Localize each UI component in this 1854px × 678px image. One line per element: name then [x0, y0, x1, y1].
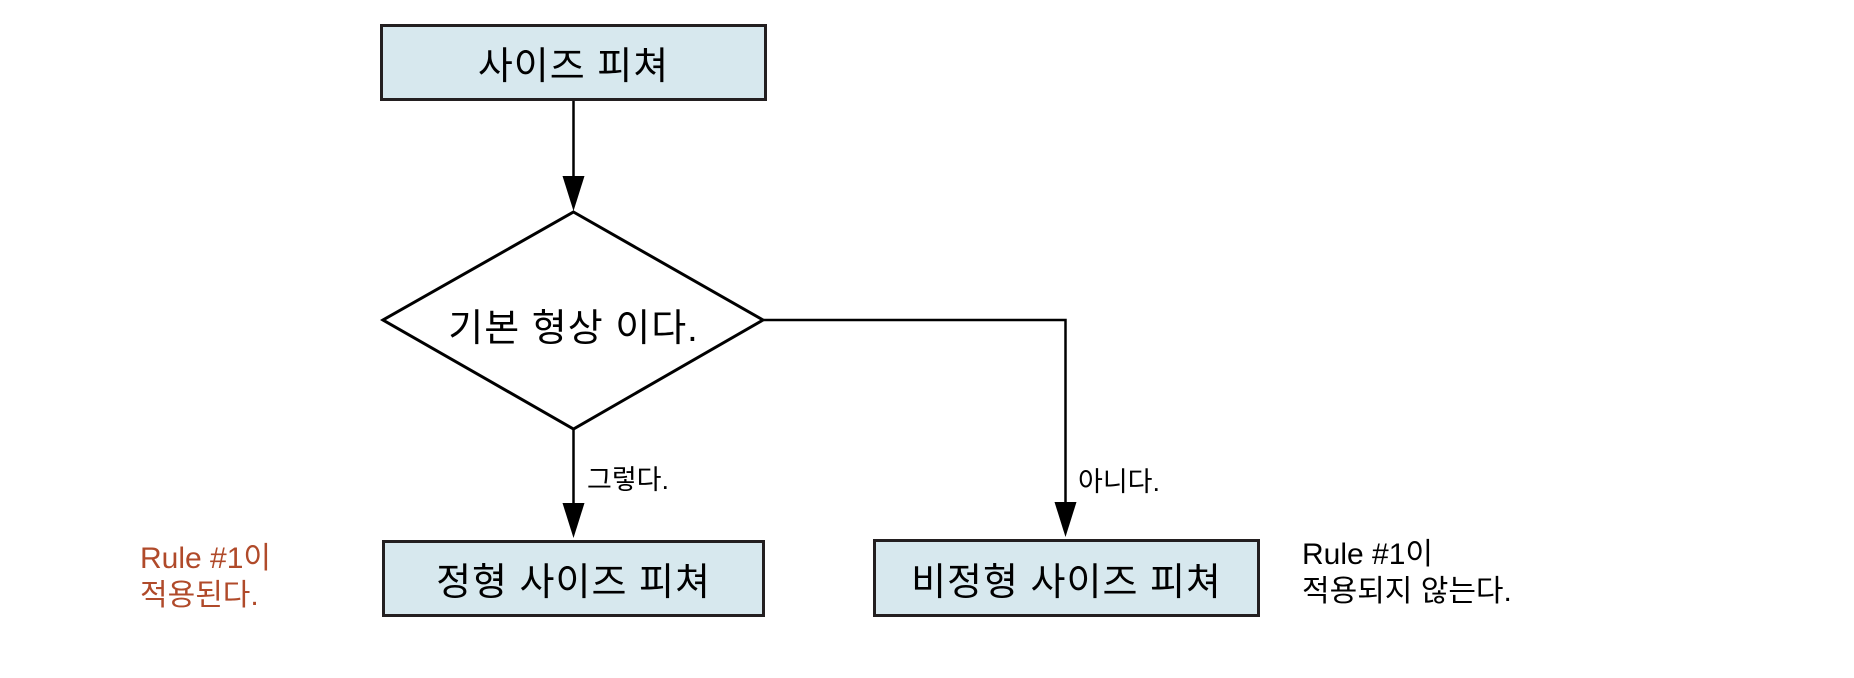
- annotation-rule-applies-line2: 적용된다.: [140, 579, 259, 612]
- node-size-feature: 사이즈 피쳐: [380, 24, 767, 101]
- annotation-rule-applies: Rule #1이 적용된다.: [140, 540, 271, 614]
- node-size-feature-label: 사이즈 피쳐: [477, 46, 670, 88]
- edge-start-to-decision-arrowhead-icon: [562, 176, 585, 211]
- edge-decision-to-yes-arrowhead-icon: [562, 503, 585, 538]
- annotation-rule-applies-line1: Rule #1이: [140, 542, 272, 575]
- node-regular-size-feature-label: 정형 사이즈 피쳐: [436, 562, 711, 604]
- edge-decision-to-no-line: [763, 318, 1067, 503]
- node-irregular-size-feature: 비정형 사이즈 피쳐: [873, 539, 1260, 617]
- edge-label-yes: 그렇다.: [587, 465, 670, 495]
- annotation-rule-not-applies-line2: 적용되지 않는다.: [1302, 575, 1512, 608]
- node-decision-label: 기본 형상 이다.: [448, 308, 699, 350]
- annotation-rule-not-applies: Rule #1이 적용되지 않는다.: [1302, 536, 1512, 610]
- edge-decision-to-no-arrowhead-icon: [1054, 502, 1077, 537]
- node-regular-size-feature: 정형 사이즈 피쳐: [382, 540, 765, 617]
- edge-label-no: 아니다.: [1078, 467, 1161, 497]
- annotation-rule-not-applies-line1: Rule #1이: [1302, 538, 1434, 571]
- node-irregular-size-feature-label: 비정형 사이즈 피쳐: [911, 561, 1222, 604]
